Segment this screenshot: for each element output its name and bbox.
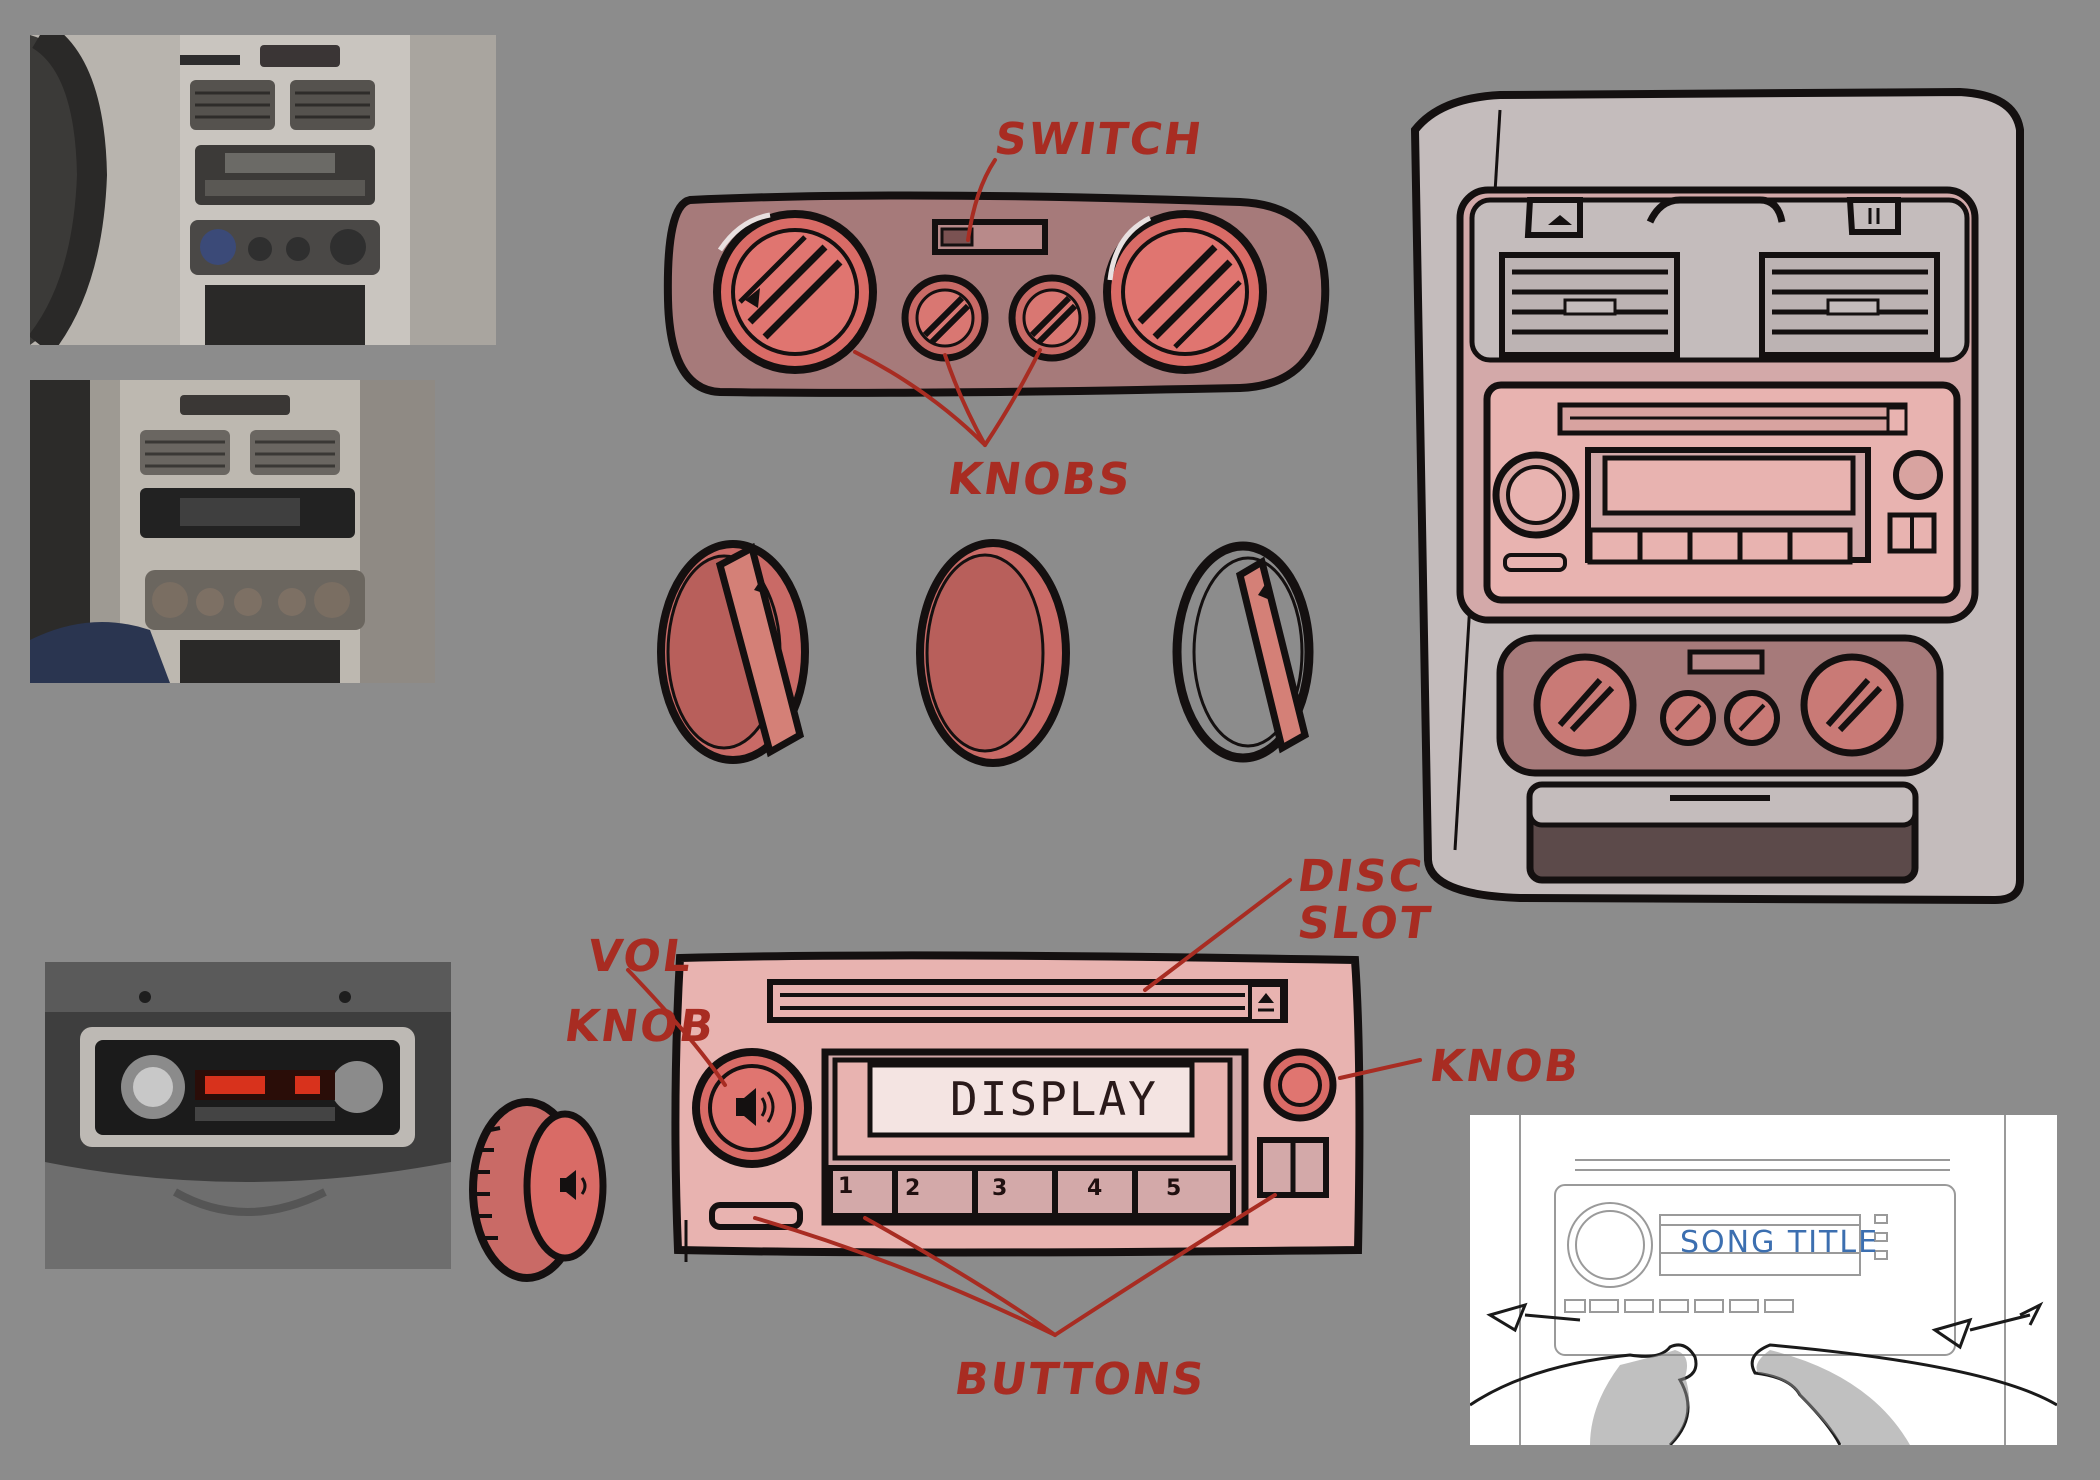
reference-photo-cd-receiver [45,962,451,1269]
preset-button-3-label: 3 [992,1176,1008,1201]
radio-display-label: DISPLAY [950,1072,1158,1126]
small-knob-left [901,274,989,362]
storyboard-frame: SONG TITLE [1470,1115,2057,1445]
climate-switch [932,219,1048,255]
annotation-knobs: KNOBS [944,454,1136,505]
tuning-knob-drawing [1263,1048,1337,1122]
storyboard-song-title: SONG TITLE [1680,1225,1880,1260]
disc-slot-drawing [767,979,1288,1023]
temp-knob-left [713,210,877,374]
annotation-disc-line2: SLOT [1294,898,1436,949]
annotation-leaders [626,158,1422,1337]
preset-button-5-label: 5 [1166,1176,1182,1201]
annotation-knob-right: KNOB [1426,1041,1584,1092]
preset-button-4-label: 4 [1087,1176,1103,1201]
annotation-disc-line1: DISC [1294,851,1427,902]
knob-study-2 [916,539,1070,767]
annotation-buttons: BUTTONS [951,1354,1209,1405]
annotation-switch: SWITCH [991,114,1207,165]
volume-knob-side-study [469,1098,607,1282]
small-knob-right [1008,274,1096,362]
preset-button-row [827,1165,1236,1219]
annotation-vol-line1: VOL [584,931,697,982]
dash-assembly-sketch [1410,87,2024,905]
preset-button-2-label: 2 [905,1176,921,1201]
climate-control-panel [663,191,1330,397]
knob-study-1 [657,540,809,764]
annotation-vol-line2: KNOB [561,1001,719,1052]
preset-button-1-label: 1 [838,1174,854,1199]
reference-photo-dashboard-2 [30,380,435,683]
reference-photo-dashboard-1 [30,35,496,345]
temp-knob-right [1103,210,1267,374]
car-radio [671,951,1364,1262]
knob-study-3 [1172,541,1314,763]
